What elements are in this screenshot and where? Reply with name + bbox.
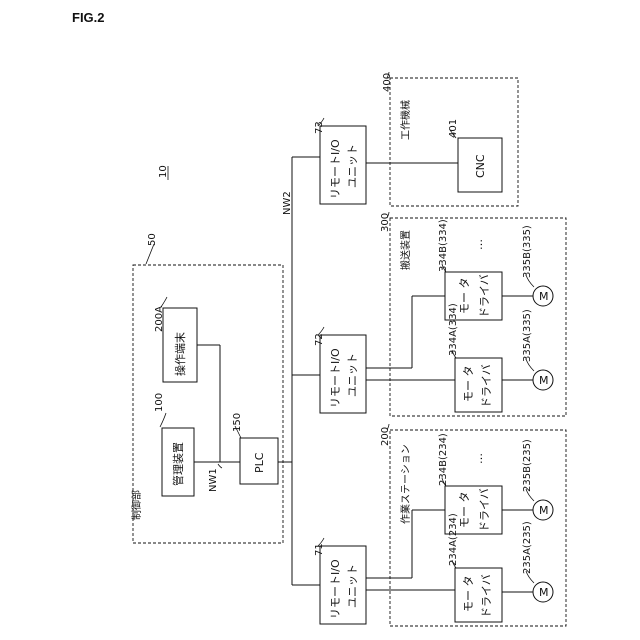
motor-335a-ref: 335A(335) bbox=[522, 309, 533, 362]
cnc-label: CNC bbox=[474, 154, 487, 178]
control-unit-ref: 50 bbox=[147, 233, 158, 246]
work-station-label: 作業ステーション bbox=[399, 444, 412, 524]
remote-io-71-line1: リモートI/O bbox=[329, 559, 342, 619]
control-unit-label: 制御部 bbox=[130, 490, 143, 520]
motor-driver-334b-ref: 334B(334) bbox=[438, 219, 449, 272]
remote-io-72-box bbox=[320, 335, 366, 413]
motor-driver-334b-line1: モー タ bbox=[458, 278, 471, 315]
operation-terminal-label: 操作端末 bbox=[173, 332, 187, 376]
remote-io-73-box bbox=[320, 126, 366, 204]
machine-tool-label: 工作機械 bbox=[399, 100, 412, 140]
remote-io-72-line2: ユニット bbox=[346, 353, 359, 397]
motor-driver-234b-ref: 234B(234) bbox=[438, 433, 449, 486]
motor-driver-334a-line2: ドライバ bbox=[480, 364, 493, 408]
machine-tool: 工作機械 400 CNC 401 bbox=[382, 72, 518, 206]
work-station: 作業ステーション 200 モー タ ドライバ 234B(234) モー タ ドラ… bbox=[380, 424, 566, 626]
figure-title: FIG.2 bbox=[72, 10, 105, 25]
motor-235b-label: M bbox=[539, 504, 549, 517]
remote-io-72: リモートI/O ユニット 72 bbox=[314, 327, 366, 413]
transport-device-label: 搬送装置 bbox=[399, 230, 412, 270]
control-unit: 制御部 50 bbox=[130, 233, 283, 543]
system-ref: 10 bbox=[158, 165, 169, 178]
motor-335b-label: M bbox=[539, 290, 549, 303]
motor-235a-ref: 235A(235) bbox=[522, 521, 533, 574]
plc-label: PLC bbox=[253, 452, 266, 473]
transport-device-ref: 300 bbox=[380, 213, 391, 232]
motor-driver-334a-line1: モー タ bbox=[462, 366, 475, 403]
transport-device: 搬送装置 300 モー タ ドライバ 334B(334) モー タ ドライバ 3… bbox=[380, 212, 566, 416]
motor-driver-234b-line2: ドライバ bbox=[478, 488, 491, 532]
nw1-label: NW1 bbox=[208, 468, 219, 492]
motor-driver-234b-line1: モー タ bbox=[458, 492, 471, 529]
control-unit-leader bbox=[146, 244, 154, 264]
cnc-ref: 401 bbox=[448, 119, 459, 138]
operation-terminal-leader bbox=[161, 297, 167, 307]
motor-driver-334a-ref: 334A(334) bbox=[448, 303, 459, 356]
work-station-ellipsis: … bbox=[472, 453, 485, 464]
remote-io-73-line1: リモートI/O bbox=[329, 139, 342, 199]
remote-io-73-line2: ユニット bbox=[346, 144, 359, 188]
motor-driver-234a-ref: 234A(234) bbox=[448, 513, 459, 566]
nw2-label: NW2 bbox=[282, 191, 293, 215]
plc: PLC 150 bbox=[232, 413, 278, 484]
motor-driver-234a-line2: ドライバ bbox=[480, 574, 493, 618]
remote-io-73-ref: 73 bbox=[314, 121, 325, 134]
remote-io-71-box bbox=[320, 546, 366, 624]
management-device-leader bbox=[160, 413, 166, 427]
transport-device-ellipsis: … bbox=[472, 239, 485, 250]
motor-235a-label: M bbox=[539, 586, 549, 599]
motor-driver-334b-line2: ドライバ bbox=[478, 274, 491, 318]
operation-terminal: 操作端末 200A bbox=[154, 297, 197, 382]
remote-io-72-line1: リモートI/O bbox=[329, 348, 342, 408]
remote-io-71-line2: ユニット bbox=[346, 564, 359, 608]
motor-335b-ref: 335B(335) bbox=[522, 225, 533, 278]
management-device: 管理装置 100 bbox=[154, 393, 194, 496]
management-device-label: 管理装置 bbox=[171, 442, 185, 486]
remote-io-73: リモートI/O ユニット 73 bbox=[314, 118, 366, 204]
motor-235b-ref: 235B(235) bbox=[522, 439, 533, 492]
plc-ref: 150 bbox=[232, 413, 243, 432]
operation-terminal-ref: 200A bbox=[154, 306, 165, 332]
remote-io-71: リモートI/O ユニット 71 bbox=[314, 538, 366, 624]
motor-335a-label: M bbox=[539, 374, 549, 387]
nw1-leader bbox=[218, 464, 222, 468]
motor-driver-234a-line1: モー タ bbox=[462, 576, 475, 613]
management-device-ref: 100 bbox=[154, 393, 165, 412]
remote-io-71-ref: 71 bbox=[314, 543, 325, 556]
machine-tool-ref: 400 bbox=[382, 73, 393, 92]
work-station-ref: 200 bbox=[380, 427, 391, 446]
remote-io-72-ref: 72 bbox=[314, 333, 325, 346]
